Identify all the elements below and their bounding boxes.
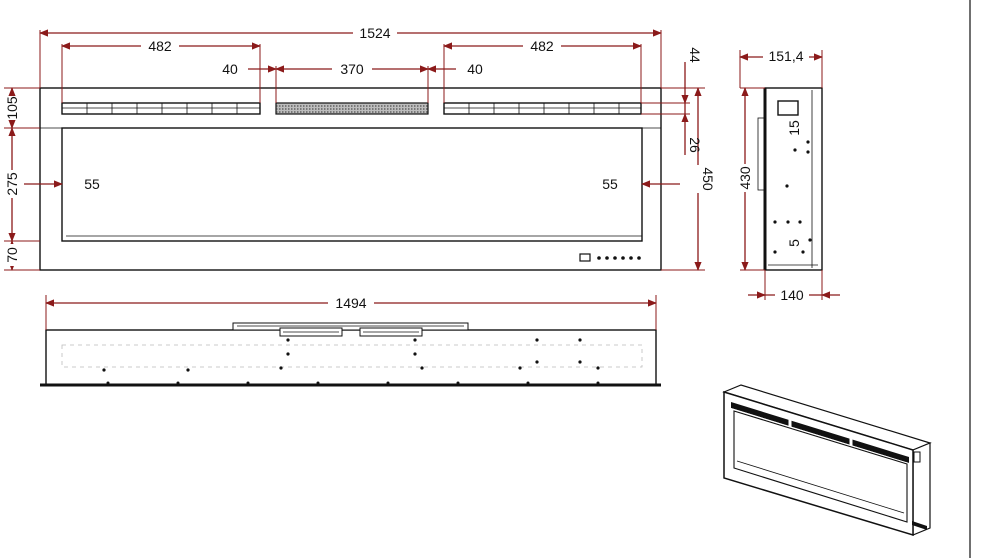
mounting-holes (102, 338, 600, 372)
perspective-side-face (912, 442, 931, 536)
dim-gap-left: 40 (222, 61, 238, 77)
control-button-icon (605, 256, 609, 260)
control-button-icon (621, 256, 625, 260)
control-button-icon (629, 256, 633, 260)
right-vent (443, 102, 642, 115)
perspective-front-face (723, 390, 914, 537)
dim-screen-height: 275 (4, 172, 20, 196)
dim-margin-left: 55 (84, 176, 100, 192)
dim-side-depth-bottom: 140 (780, 287, 804, 303)
front-outer-frame (39, 87, 662, 271)
control-panel (579, 253, 641, 262)
side-view: 151,4 140 430 15 5 (737, 48, 840, 303)
front-view: 1524 482 482 370 40 40 55 55 105 275 70 … (4, 25, 716, 271)
perspective-vent-band (731, 402, 909, 463)
perspective-view (722, 384, 932, 537)
dim-total-height: 450 (700, 167, 716, 191)
control-button-icon (637, 256, 641, 260)
dim-right-vent: 482 (530, 38, 554, 54)
dim-total-width: 1524 (359, 25, 390, 41)
left-vent (61, 102, 261, 115)
front-extension-lines (4, 30, 705, 271)
front-screen (61, 127, 643, 242)
dim-side-detail-top: 15 (786, 120, 802, 136)
dim-bottom-width: 1494 (335, 295, 366, 311)
dim-top-band: 105 (4, 96, 20, 120)
side-detail-box (777, 100, 799, 116)
control-button-icon (597, 256, 601, 260)
perspective-base (912, 521, 927, 530)
dim-side-height: 430 (737, 166, 753, 190)
bottom-hidden-outline (61, 344, 643, 368)
power-switch-icon (579, 253, 591, 262)
dim-center-grille: 370 (340, 61, 364, 77)
perspective-control-icon (913, 451, 921, 463)
dim-side-detail-bottom: 5 (786, 239, 802, 247)
dim-bottom-band: 70 (4, 247, 20, 263)
bottom-feet (106, 381, 600, 385)
mounting-bracket (232, 322, 469, 337)
bottom-view: 1494 (40, 295, 661, 387)
center-grille (275, 102, 429, 115)
side-front-panel (757, 117, 766, 191)
dim-gap-right: 40 (467, 61, 483, 77)
bottom-body (45, 329, 657, 386)
dim-margin-right: 55 (602, 176, 618, 192)
side-screws (773, 140, 812, 254)
dim-side-depth-top: 151,4 (768, 48, 803, 64)
perspective-screen (733, 410, 908, 523)
control-button-icon (613, 256, 617, 260)
dim-vent-to-screen: 26 (687, 137, 703, 153)
dim-left-vent: 482 (148, 38, 172, 54)
dim-vent-height: 44 (687, 47, 703, 63)
